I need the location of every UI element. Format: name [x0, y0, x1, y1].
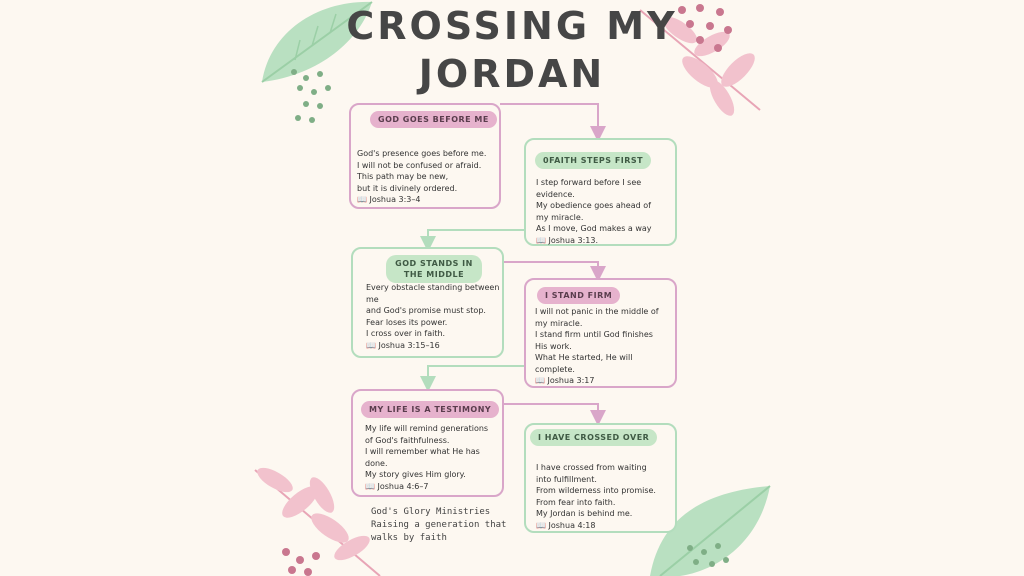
- branch-icon: [639, 9, 761, 116]
- step-text-line: complete.: [535, 364, 575, 374]
- step-text-line: Every obstacle standing between: [366, 283, 500, 292]
- ministry-tagline: Raising a generation that: [371, 520, 507, 530]
- branch-icon: [254, 467, 381, 576]
- connector-arrow: [504, 403, 606, 426]
- step-text: I will not panic in the middle of my mir…: [535, 306, 675, 387]
- step-text-line: God's presence goes before me.: [357, 149, 487, 158]
- connector-arrow: [504, 261, 606, 282]
- step-text-line: evidence.: [536, 189, 575, 199]
- step-text: My life will remind generations of God's…: [365, 423, 503, 492]
- ministry-footer: God's Glory Ministries Raising a generat…: [371, 506, 506, 545]
- step-text-line: done.: [365, 458, 388, 468]
- step-text-line: I stand firm until God finishes: [535, 330, 653, 339]
- step-text-line: My life will remind generations: [365, 424, 489, 433]
- dots-icon: [282, 548, 320, 576]
- step-text-line: What He started, He will: [535, 353, 633, 362]
- scripture-reference: 📖 Joshua 4:6–7: [365, 481, 429, 491]
- step-text-line: I will remember what He has: [365, 447, 480, 456]
- step-tag: I HAVE CROSSED OVER: [530, 429, 658, 446]
- step-text-line: My Jordan is behind me.: [536, 509, 633, 518]
- scripture-reference: 📖 Joshua 3:13.: [536, 235, 599, 245]
- step-text-line: my miracle.: [535, 318, 583, 328]
- scripture-reference: 📖 Joshua 4:18: [536, 520, 596, 530]
- step-text-line: I have crossed from waiting: [536, 463, 647, 472]
- connector-arrow: [420, 365, 526, 392]
- step-text-line: I cross over in faith.: [366, 329, 446, 338]
- scripture-reference: 📖 Joshua 3:3–4: [357, 195, 421, 204]
- step-text-line: His work.: [535, 341, 572, 351]
- leaf-icon: [261, 1, 373, 83]
- scripture-reference: 📖 Joshua 3:15–16: [366, 340, 440, 350]
- step-text-line: and God's promise must stop.: [366, 306, 486, 315]
- ministry-name: God's Glory Ministries: [371, 507, 491, 517]
- step-text-line: My obedience goes ahead of: [536, 201, 651, 210]
- ministry-tagline-2: walks by faith: [371, 533, 447, 543]
- step-tag: MY LIFE IS A TESTIMONY: [361, 401, 500, 418]
- step-text-line: into fulfillment.: [536, 474, 597, 484]
- step-text: God's presence goes before me. I will no…: [357, 148, 497, 206]
- scripture-reference: 📖 Joshua 3:17: [535, 376, 595, 385]
- dots-icon: [687, 543, 729, 567]
- step-text-line: I step forward before I see: [536, 178, 642, 187]
- dots-icon: [291, 69, 331, 123]
- step-text-line: I will not panic in the middle of: [535, 307, 659, 316]
- step-tag: GOD GOES BEFORE ME: [370, 111, 497, 128]
- step-text: Every obstacle standing between me and G…: [366, 282, 502, 351]
- step-tag: GOD STANDS IN THE MIDDLE: [386, 255, 482, 283]
- connector-arrow: [420, 229, 526, 252]
- step-text-line: This path may be new,: [357, 172, 449, 181]
- step-text: I have crossed from waiting into fulfill…: [536, 462, 674, 531]
- step-text: I step forward before I see evidence. My…: [536, 177, 674, 246]
- step-text-line: of God's faithfulness.: [365, 435, 450, 445]
- step-text-line: my miracle.: [536, 212, 584, 222]
- leaf-icon: [650, 485, 771, 576]
- step-text-line: but it is divinely ordered.: [357, 183, 458, 193]
- step-text-line: me: [366, 294, 379, 304]
- step-text-line: From fear into faith.: [536, 497, 616, 507]
- page-title: CROSSING MY: [346, 4, 678, 48]
- step-tag: 0FAITH STEPS FIRST: [535, 152, 652, 169]
- step-text-line: From wilderness into promise.: [536, 486, 656, 495]
- step-text-line: I will not be confused or afraid.: [357, 160, 482, 170]
- step-text-line: As I move, God makes a way: [536, 224, 652, 233]
- step-tag: I STAND FIRM: [537, 287, 621, 304]
- dots-icon: [678, 4, 732, 52]
- step-text-line: My story gives Him glory.: [365, 470, 466, 479]
- step-text-line: Fear loses its power.: [366, 317, 448, 327]
- page-title-line2: JORDAN: [418, 52, 606, 96]
- connector-arrow: [500, 103, 606, 142]
